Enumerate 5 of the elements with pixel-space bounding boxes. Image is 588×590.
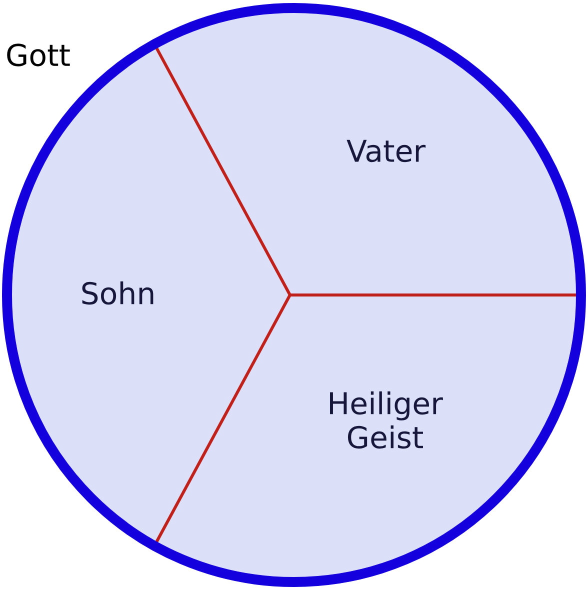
node-label: Heiliger Geist	[330, 391, 443, 449]
node-label: Sohn	[82, 281, 154, 305]
pie-sector: Vater	[156, 13, 576, 295]
node-label: Vater	[346, 140, 426, 162]
pie-sector: Heiliger Geist	[156, 295, 576, 577]
